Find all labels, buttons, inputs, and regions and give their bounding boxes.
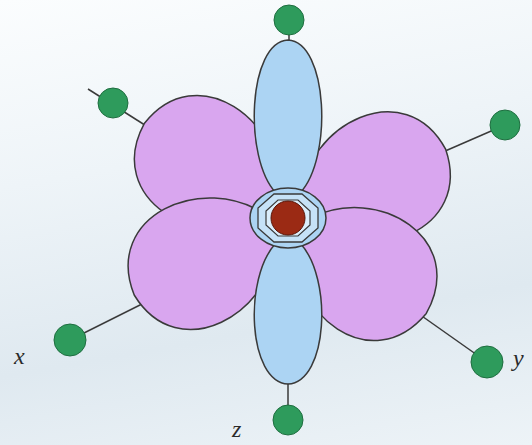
ligands	[54, 5, 520, 435]
ligand	[471, 346, 503, 378]
torus	[250, 188, 326, 248]
torus-inner	[266, 200, 310, 236]
dz2-lobes	[254, 40, 321, 384]
axis-label: y	[513, 346, 524, 370]
ligand	[273, 405, 303, 435]
axis-label: x	[14, 344, 25, 368]
ligand	[274, 5, 304, 35]
metal-atom	[271, 201, 305, 235]
ligand	[54, 324, 86, 356]
torus-ring	[250, 188, 326, 248]
torus-inner	[258, 194, 318, 242]
orbital-lobe	[254, 40, 321, 193]
ligand	[98, 88, 128, 118]
axis-label: z	[232, 417, 241, 441]
ligand	[490, 110, 520, 140]
orbital-lobe	[254, 243, 321, 384]
bond-lines	[70, 20, 505, 418]
